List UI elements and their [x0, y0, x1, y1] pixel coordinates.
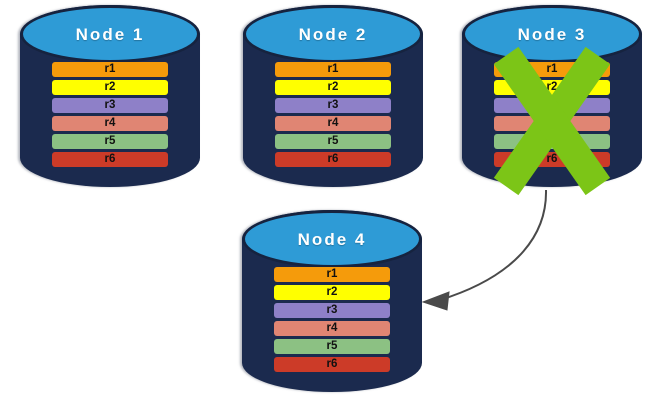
- node-2-rows: r1 r2 r3 r4 r5 r6: [275, 62, 391, 167]
- node-2-row-r2: r2: [275, 80, 391, 95]
- node-4-label: Node 4: [297, 230, 367, 249]
- node-4-row-r5: r5: [274, 339, 390, 354]
- node-1-row-r3: r3: [52, 98, 168, 113]
- node-2-row-r6: r6: [275, 152, 391, 167]
- node-4-row-r4: r4: [274, 321, 390, 336]
- arrow-head-icon: [421, 291, 450, 311]
- node-3-row-r6: r6: [494, 152, 610, 167]
- node-4-rows: r1 r2 r3 r4 r5 r6: [274, 267, 390, 372]
- node-2-row-r3: r3: [275, 98, 391, 113]
- node-3-label: Node 3: [517, 25, 587, 44]
- node-1-label: Node 1: [75, 25, 145, 44]
- node-4-row-r3: r3: [274, 303, 390, 318]
- node-3-row-r1: r1: [494, 62, 610, 77]
- arrow-curve: [439, 189, 548, 301]
- node-3-row-r4: r4: [494, 116, 610, 131]
- node-2-row-r4: r4: [275, 116, 391, 131]
- node-4-row-r6: r6: [274, 357, 390, 372]
- node-4-cylinder-top: [242, 210, 422, 268]
- node-3-row-r3: r3: [494, 98, 610, 113]
- node-1-row-r6: r6: [52, 152, 168, 167]
- node-1-row-r1: r1: [52, 62, 168, 77]
- node-3-row-r2: r2: [494, 80, 610, 95]
- node-2-row-r1: r1: [275, 62, 391, 77]
- node-1-cylinder-top: [20, 5, 200, 63]
- node-3-rows: r1 r2 r3 r4 r5 r6: [494, 62, 610, 167]
- node-2[interactable]: Node 2 r1 r2 r3 r4 r5 r6: [243, 5, 423, 187]
- node-4-row-r2: r2: [274, 285, 390, 300]
- node-1-row-r4: r4: [52, 116, 168, 131]
- node-3[interactable]: Node 3 r1 r2 r3 r4 r5 r6: [462, 5, 642, 196]
- node-2-label: Node 2: [298, 25, 368, 44]
- node-4[interactable]: Node 4 r1 r2 r3 r4 r5 r6: [242, 210, 422, 392]
- node-1-row-r5: r5: [52, 134, 168, 149]
- node-3-row-r5: r5: [494, 134, 610, 149]
- node-4-row-r1: r1: [274, 267, 390, 282]
- node-2-row-r5: r5: [275, 134, 391, 149]
- node-1[interactable]: Node 1 r1 r2 r3 r4 r5 r6: [20, 5, 200, 187]
- node-2-cylinder-top: [243, 5, 423, 63]
- node-1-rows: r1 r2 r3 r4 r5 r6: [52, 62, 168, 167]
- node-1-row-r2: r2: [52, 80, 168, 95]
